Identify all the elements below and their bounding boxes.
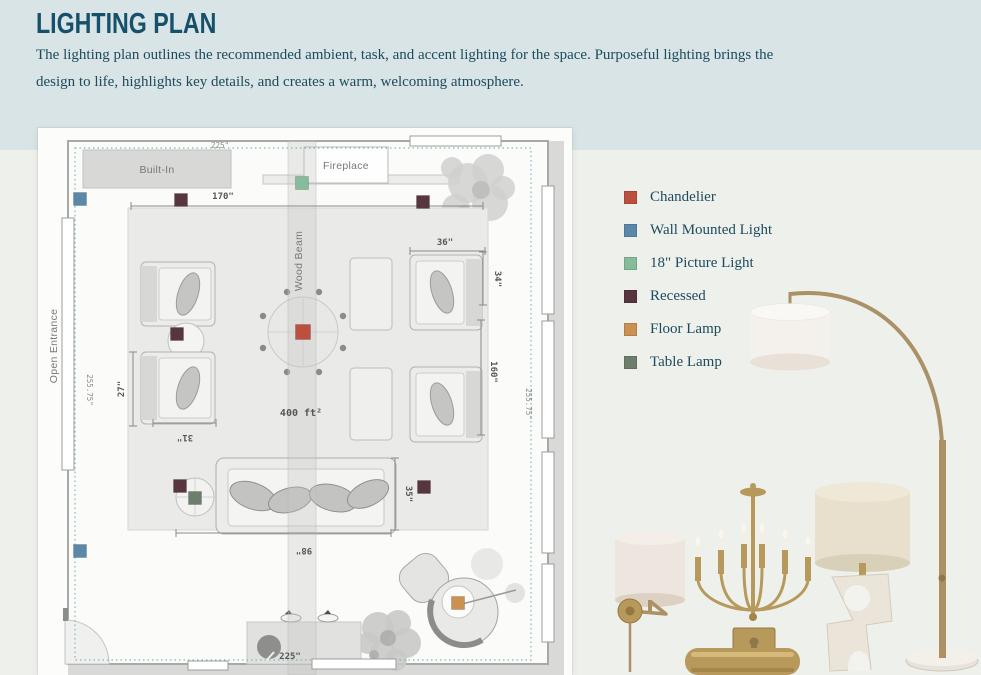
dim-label: 98" [296,545,312,555]
dimension-labels: 225" 170" 36" 34" 160" 255.75" 255.75" 27" 31" 40… [85,141,533,662]
armchair-left-bottom [140,351,216,425]
dim-label: 225" [211,141,229,150]
header-band [0,0,981,150]
dim-label: 225" [279,652,301,662]
legend-item-floor: Floor Lamp [624,313,772,346]
fixture-chandelier [295,324,311,340]
legend-item-wall: Wall Mounted Light [624,214,772,247]
picture-swatch [624,257,637,270]
chandelier-photo [695,483,811,621]
legend-item-table: Table Lamp [624,346,772,379]
dim-label: 36" [437,238,453,248]
plan-boundary-dotted [74,147,532,661]
room-label: Wood Beam [293,231,305,291]
fixture-recessed [416,195,430,209]
dim-label: 27" [117,381,127,397]
wall-swatch [624,224,637,237]
dim-label: 400 ft² [280,408,322,419]
legend-item-chandelier: Chandelier [624,181,772,214]
fireplace [262,146,460,185]
dim-label: 160" [488,361,498,383]
legend-item-recessed: Recessed [624,280,772,313]
legend-label: Table Lamp [650,354,722,370]
legend-item-picture: 18" Picture Light [624,247,772,280]
recessed-swatch [624,290,637,303]
wood-beam [287,140,317,675]
room-label: Fireplace [323,160,369,172]
armchair-right-top [409,254,483,331]
sofa [215,457,397,535]
fixture-markers [73,176,465,610]
fixture-recessed [173,479,187,493]
ottoman-right-bottom [349,367,393,441]
dim-label: 31" [177,432,193,442]
fixture-recessed [174,193,188,207]
built-in-cabinet [82,149,232,189]
armchair-left-top [140,261,216,327]
page-title: LIGHTING PLAN [36,8,217,40]
legend-label: Wall Mounted Light [650,222,773,238]
chandelier-swatch [624,191,637,204]
console-table [246,610,362,665]
arc-floor-lamp-photo [749,291,979,672]
product-collage [615,291,979,675]
dim-label: 255.75" [85,374,94,406]
fixture-wall [73,192,87,206]
room-label: Open Entrance [48,309,60,384]
room-label: Built-In [139,164,174,176]
dim-label: 34" [492,271,502,287]
fixture-wall [73,544,87,558]
fixture-picture [295,176,309,190]
table-lamp-photo [815,482,910,672]
dimension-lines [129,202,487,537]
legend-label: Chandelier [650,189,716,205]
table-swatch [624,356,637,369]
legend-label: 18" Picture Light [650,255,754,271]
floor-lamp-symbol [427,548,525,649]
picture-light-photo [685,627,800,675]
armchair-right-bottom [409,366,483,443]
dim-label: 35" [403,486,413,502]
fixture-table [188,491,202,505]
dim-label: 170" [212,192,234,202]
dim-label: 255.75" [524,388,533,420]
windows [61,135,555,671]
wall-lamp-photo [615,531,685,672]
fixture-recessed [170,327,184,341]
fixture-recessed [417,480,431,494]
fixture-floor [451,596,465,610]
legend-label: Recessed [650,288,706,304]
page-description: The lighting plan outlines the recommend… [36,47,774,90]
legend-label: Floor Lamp [650,321,722,337]
floor-swatch [624,323,637,336]
ottoman-right-top [349,257,393,331]
